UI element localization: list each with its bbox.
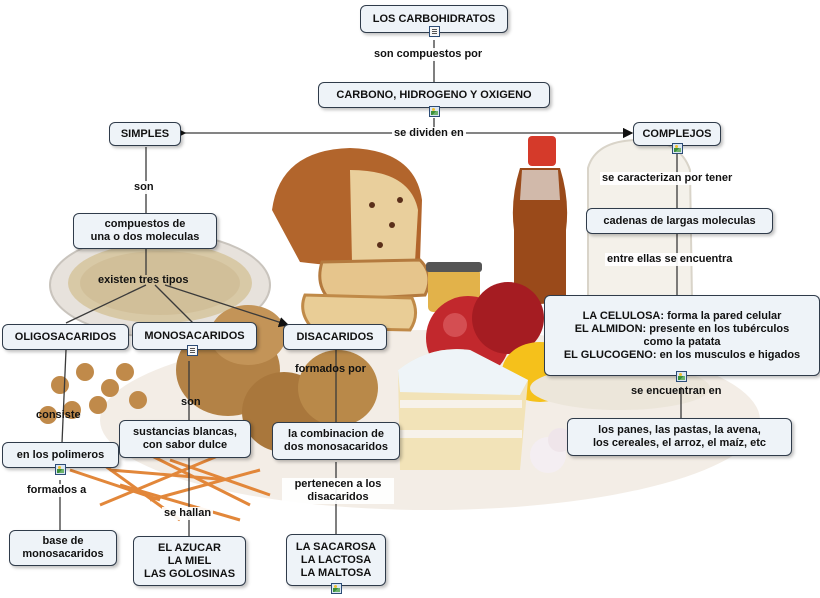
document-icon[interactable] — [429, 26, 440, 37]
node-di-definition[interactable]: la combinacion de dos monosacaridos — [272, 422, 400, 460]
node-di-examples[interactable]: LA SACAROSA LA LACTOSA LA MALTOSA — [286, 534, 386, 586]
link-se-encuentran: se encuentran en — [631, 385, 722, 397]
link-consiste: consiste — [36, 409, 81, 421]
node-elements[interactable]: CARBONO, HIDROGENO Y OXIGENO — [318, 82, 550, 108]
link-entre-ellas: entre ellas se encuentra — [605, 253, 735, 266]
link-formados-por: formados por — [295, 363, 366, 375]
shredded-pile — [69, 448, 271, 522]
link-divided: se dividen en — [392, 127, 466, 140]
link-formados-a: formados a — [25, 484, 89, 497]
syrup-bottle — [528, 136, 556, 166]
node-simples[interactable]: SIMPLES — [109, 122, 181, 146]
link-son: son — [132, 181, 156, 194]
node-polimeros[interactable]: en los polimeros — [2, 442, 119, 468]
node-foods[interactable]: los panes, las pastas, la avena, los cer… — [567, 418, 792, 456]
node-complex-list[interactable]: LA CELULOSA: forma la pared celular EL A… — [544, 295, 820, 376]
link-composed: son compuestos por — [372, 48, 485, 61]
node-oligosacaridos[interactable]: OLIGOSACARIDOS — [2, 324, 129, 350]
link-son-mono: son — [181, 396, 201, 408]
link-three-types: existen tres tipos — [98, 274, 189, 286]
cereal — [39, 363, 147, 424]
node-cadenas[interactable]: cadenas de largas moleculas — [586, 208, 773, 234]
node-disacaridos[interactable]: DISACARIDOS — [283, 324, 387, 350]
node-mono-definition[interactable]: sustancias blancas, con sabor dulce — [119, 420, 251, 458]
node-root[interactable]: LOS CARBOHIDRATOS — [360, 5, 508, 33]
link-caracterizan: se caracterizan por tener — [600, 172, 735, 185]
link-pertenecen: pertenecen a los disacaridos — [282, 478, 394, 504]
image-icon[interactable] — [672, 143, 683, 154]
link-se-hallan: se hallan — [162, 507, 214, 520]
node-simples-definition[interactable]: compuestos de una o dos moleculas — [73, 213, 217, 249]
node-mono-examples[interactable]: EL AZUCAR LA MIEL LAS GOLOSINAS — [133, 536, 246, 586]
image-icon[interactable] — [331, 583, 342, 594]
image-icon[interactable] — [429, 106, 440, 117]
node-base[interactable]: base de monosacaridos — [9, 530, 117, 566]
document-icon[interactable] — [187, 345, 198, 356]
image-icon[interactable] — [676, 371, 687, 382]
image-icon[interactable] — [55, 464, 66, 475]
